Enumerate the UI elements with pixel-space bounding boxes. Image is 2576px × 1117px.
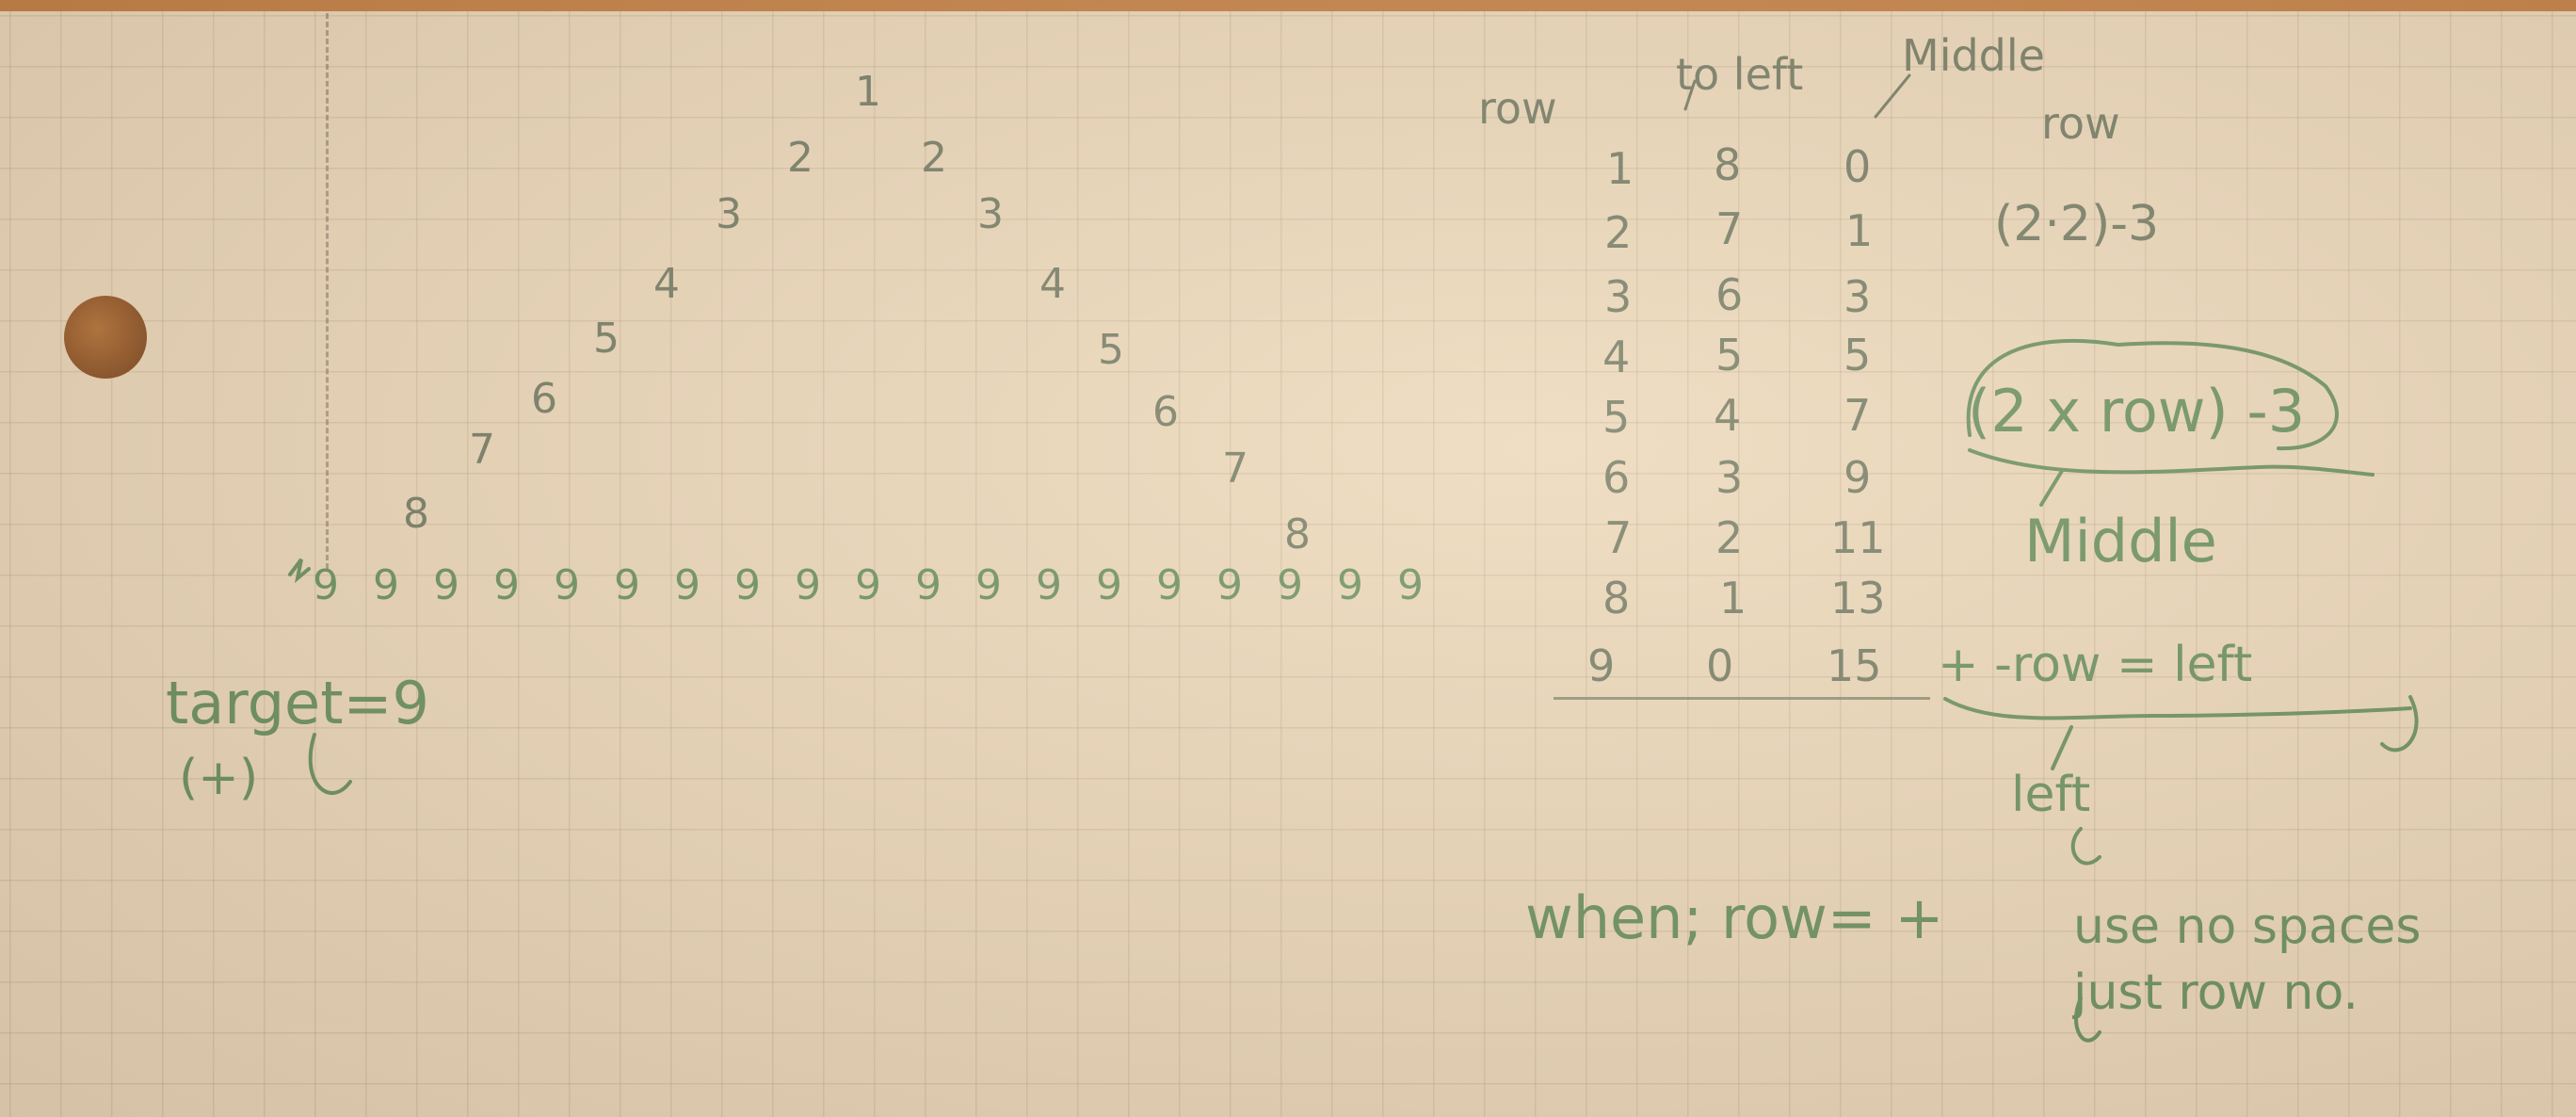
cell-row: 9	[1587, 640, 1616, 691]
base-digit: 9	[1337, 561, 1363, 609]
base-digit: 9	[614, 561, 640, 609]
pyramid-right-value: 6	[1152, 388, 1179, 436]
cell-row: 1	[1606, 143, 1634, 194]
cell-middle: 9	[1843, 452, 1872, 503]
rule-line-1: use no spaces	[2073, 898, 2422, 955]
cell-middle: 0	[1843, 141, 1872, 192]
pyramid-right-value: 2	[921, 134, 947, 182]
cell-middle: 7	[1843, 390, 1872, 441]
pyramid-base-row: 9 9 9 9 9 9 9 9 9 9 9 9 9 9 9 9 9 9 9	[313, 561, 1424, 609]
cell-middle: 1	[1845, 205, 1874, 256]
header-row: row	[1478, 83, 1557, 134]
cell-row: 4	[1602, 332, 1631, 382]
cell-left: 0	[1706, 640, 1734, 691]
cell-middle: 5	[1843, 330, 1872, 380]
header-middle: Middle	[1902, 30, 2045, 81]
cell-left: 3	[1715, 452, 1744, 503]
cell-row: 5	[1602, 392, 1631, 443]
cell-middle: 11	[1830, 512, 1886, 563]
pyramid-left-value: 5	[593, 315, 620, 363]
cell-left: 4	[1714, 390, 1742, 441]
middle-arrow	[2039, 469, 2064, 507]
header-to-left: to left	[1676, 49, 1804, 100]
first-formula: (2·2)-3	[1994, 196, 2160, 252]
pyramid-left-value: 3	[716, 190, 742, 238]
green-strokes	[288, 338, 2419, 1043]
base-digit: 9	[734, 561, 761, 609]
target-note: target=9	[166, 669, 429, 737]
margin-line	[326, 13, 329, 569]
cell-row: 2	[1604, 207, 1633, 258]
pyramid-right-value: 4	[1039, 260, 1066, 308]
cell-left: 7	[1715, 203, 1744, 254]
pencil-strokes	[1683, 73, 1911, 119]
base-digit: 9	[1397, 561, 1424, 609]
left-arrow	[2051, 725, 2073, 770]
pyramid-left-value: 4	[653, 260, 680, 308]
page-top-edge	[0, 0, 2576, 11]
pyramid-left-value: 2	[787, 134, 813, 182]
cell-row: 3	[1604, 271, 1633, 322]
cell-row: 8	[1602, 573, 1631, 623]
punch-hole	[64, 296, 147, 379]
base-digit: 9	[1277, 561, 1303, 609]
cell-left: 1	[1719, 573, 1747, 623]
formula-underline	[1968, 448, 2375, 477]
formula-loop	[1966, 338, 2339, 451]
left-label: left	[2011, 767, 2091, 823]
when-clause: when; row= +	[1525, 883, 1944, 952]
base-digit: 9	[674, 561, 700, 609]
pyramid-apex: 1	[855, 68, 881, 116]
left-formula-loop	[2380, 695, 2419, 753]
left-formula: + -row = left	[1938, 637, 2253, 693]
cell-middle: 13	[1830, 573, 1886, 623]
middle-tick	[1874, 73, 1911, 119]
cell-left: 6	[1715, 269, 1744, 320]
rule-loop	[2074, 996, 2101, 1043]
pyramid-left-value: 8	[403, 490, 429, 538]
cell-row: 7	[1604, 512, 1633, 563]
cell-middle: 3	[1843, 271, 1872, 322]
cell-left: 8	[1714, 139, 1742, 190]
left-label-loop	[2070, 827, 2101, 866]
base-digit: 9	[554, 561, 580, 609]
base-digit: 9	[1036, 561, 1062, 609]
middle-label: Middle	[2024, 507, 2217, 575]
base-digit: 9	[313, 561, 339, 609]
row-label: row	[2041, 98, 2120, 149]
left-underline	[1943, 697, 2412, 720]
pyramid-right-value: 7	[1222, 445, 1248, 493]
to-left-tick	[1683, 79, 1697, 111]
cell-row: 6	[1602, 452, 1631, 503]
base-digit: 9	[493, 561, 520, 609]
base-digit: 9	[433, 561, 459, 609]
green-mark	[288, 558, 311, 584]
pyramid-right-value: 3	[977, 190, 1004, 238]
middle-formula: (2 x row) -3	[1968, 377, 2306, 445]
base-digit: 9	[1156, 561, 1183, 609]
base-digit: 9	[795, 561, 821, 609]
base-digit: 9	[1216, 561, 1243, 609]
pyramid-left-value: 6	[531, 375, 557, 423]
cell-left: 2	[1715, 512, 1744, 563]
cell-middle: 15	[1827, 640, 1882, 691]
base-digit: 9	[855, 561, 881, 609]
rule-line-2: just row no.	[2073, 964, 2359, 1021]
pyramid-right-value: 5	[1098, 326, 1124, 374]
target-note-sign: (+)	[179, 750, 259, 806]
target-loop	[308, 733, 352, 795]
table-bottom-line	[1554, 697, 1930, 700]
cell-left: 5	[1715, 330, 1744, 380]
pyramid-right-value: 8	[1284, 510, 1311, 558]
pyramid-left-value: 7	[469, 426, 495, 474]
base-digit: 9	[915, 561, 942, 609]
base-digit: 9	[1096, 561, 1122, 609]
base-digit: 9	[975, 561, 1002, 609]
base-digit: 9	[373, 561, 399, 609]
